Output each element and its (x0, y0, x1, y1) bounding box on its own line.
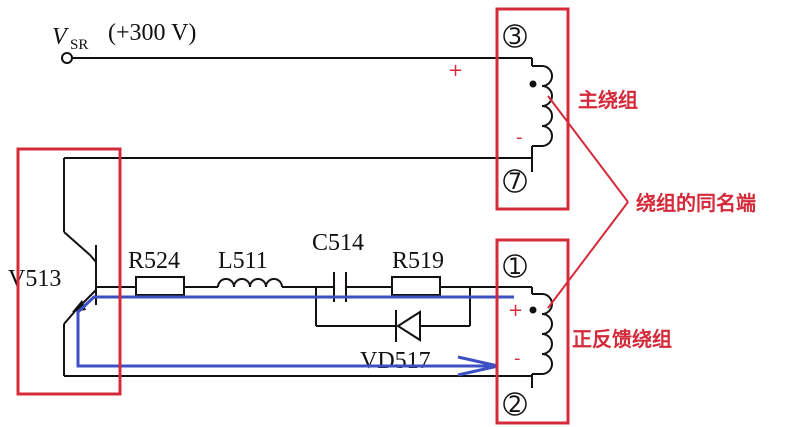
primary-winding-coil (531, 58, 553, 172)
inductor-l511-label: L511 (218, 248, 268, 274)
supply-symbol: V (52, 24, 69, 50)
resistor-r524 (135, 276, 185, 296)
pin-3-circle (503, 24, 527, 48)
pin-2-circle (503, 392, 527, 416)
transistor-highlight-box (16, 147, 122, 396)
feedback-minus-mark: - (514, 348, 521, 369)
feedback-winding-highlight-box (495, 238, 570, 425)
primary-winding-annotation: 主绕组 (578, 88, 638, 112)
resistor-r519 (391, 276, 441, 296)
pin-7-circle (503, 169, 527, 193)
primary-plus-mark: + (448, 60, 463, 81)
resistor-r524-label: R524 (128, 248, 180, 274)
callout-line-feedback-dot (547, 201, 629, 309)
supply-terminal (61, 52, 73, 64)
feedback-current-path (76, 295, 514, 368)
primary-dot-marker (529, 80, 537, 88)
pin-7-label: 7 (508, 170, 522, 195)
supply-subscript: SR (70, 37, 88, 53)
resistor-r519-label: R519 (392, 248, 444, 274)
callout-line-primary-dot (547, 95, 629, 203)
pin-3-label: 3 (508, 25, 522, 50)
same-name-end-annotation: 绕组的同名端 (636, 191, 756, 215)
feedback-winding-coil (531, 287, 553, 388)
feedback-winding-annotation: 正反馈绕组 (572, 327, 672, 351)
feedback-plus-mark: + (508, 300, 523, 321)
capacitor-c514-label: C514 (312, 230, 364, 256)
pin-1-circle (503, 254, 527, 278)
inductor-l511 (217, 278, 283, 288)
supply-value: (+300 V) (108, 20, 196, 46)
feedback-dot-marker (529, 306, 537, 314)
transistor-label: V513 (8, 266, 61, 292)
diode-vd517 (395, 310, 421, 342)
transistor-v513 (72, 245, 128, 312)
diode-vd517-label: VD517 (360, 348, 431, 374)
pin-1-label: 1 (508, 255, 522, 280)
pin-2-label: 2 (508, 393, 522, 418)
primary-winding-highlight-box (495, 7, 570, 211)
primary-minus-mark: - (516, 127, 523, 148)
